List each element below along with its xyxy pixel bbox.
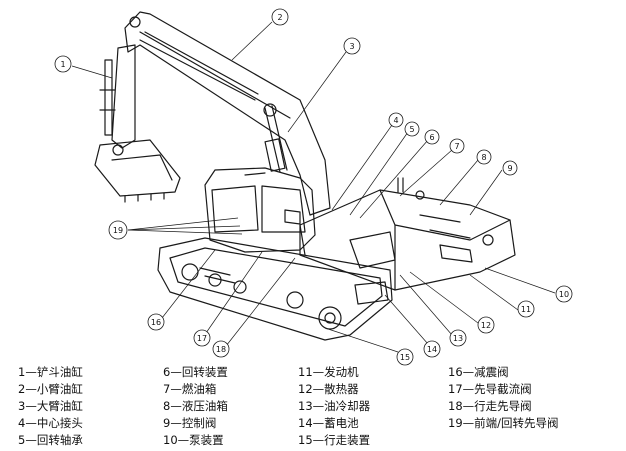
- leader-lines: [71, 21, 556, 353]
- legend-item: 16—减震阀: [448, 365, 509, 379]
- callout-8: 8: [476, 149, 492, 165]
- callout-15: 15: [396, 348, 414, 366]
- callout-1: 1: [54, 55, 72, 73]
- callout-17: 17: [193, 329, 211, 347]
- callout-18: 18: [212, 340, 230, 358]
- callout-13: 13: [449, 329, 467, 347]
- legend-item: 19—前端/回转先导阀: [448, 416, 559, 430]
- svg-text:7: 7: [454, 142, 459, 151]
- svg-text:16: 16: [151, 318, 161, 327]
- legend-item: 5—回转轴承: [18, 433, 83, 447]
- legend-item: 2—小臂油缸: [18, 382, 83, 396]
- svg-text:9: 9: [507, 164, 512, 173]
- legend-item: 6—回转装置: [163, 365, 228, 379]
- svg-text:19: 19: [113, 226, 123, 235]
- legend-item: 17—先导截流阀: [448, 382, 532, 396]
- callout-12: 12: [477, 316, 495, 334]
- upper-structure: [299, 177, 516, 305]
- operator-cab: [204, 167, 316, 253]
- callout-6: 6: [424, 129, 440, 145]
- svg-text:6: 6: [429, 133, 434, 142]
- svg-text:17: 17: [197, 334, 207, 343]
- callout-2: 2: [271, 8, 289, 26]
- legend-item: 3—大臂油缸: [18, 399, 83, 413]
- callout-10: 10: [555, 285, 573, 303]
- bucket: [94, 139, 181, 203]
- svg-text:2: 2: [277, 13, 282, 22]
- svg-text:18: 18: [216, 345, 226, 354]
- legend-item: 14—蓄电池: [298, 416, 359, 430]
- legend-item: 4—中心接头: [18, 416, 83, 430]
- svg-text:14: 14: [427, 345, 437, 354]
- svg-text:1: 1: [60, 60, 65, 69]
- legend-item: 10—泵装置: [163, 433, 224, 447]
- legend-item: 1—铲斗油缸: [18, 365, 83, 379]
- legend-item: 18—行走先导阀: [448, 399, 532, 413]
- svg-text:10: 10: [559, 290, 569, 299]
- svg-text:11: 11: [521, 305, 531, 314]
- callout-19: 19: [108, 220, 128, 240]
- arm-cylinder: [139, 31, 259, 101]
- callout-3: 3: [343, 37, 361, 55]
- boom: [124, 11, 331, 216]
- legend-item: 11—发动机: [298, 365, 359, 379]
- legend-item: 12—散热器: [298, 382, 359, 396]
- callout-11: 11: [517, 300, 535, 318]
- svg-text:5: 5: [409, 125, 414, 134]
- callout-4: 4: [388, 112, 404, 128]
- boom-cylinder: [264, 105, 288, 173]
- legend-item: 15—行走装置: [298, 433, 371, 447]
- callout-14: 14: [423, 340, 441, 358]
- legend-item: 13—油冷却器: [298, 399, 371, 413]
- track-assembly: [157, 237, 393, 341]
- legend-item: 8—液压油箱: [163, 399, 228, 413]
- svg-text:15: 15: [400, 353, 410, 362]
- svg-text:12: 12: [481, 321, 491, 330]
- arm-stick: [99, 44, 136, 149]
- callout-9: 9: [502, 160, 518, 176]
- legend-item: 7—燃油箱: [163, 382, 217, 396]
- callout-5: 5: [404, 121, 420, 137]
- svg-text:4: 4: [393, 116, 398, 125]
- callout-7: 7: [449, 138, 465, 154]
- legend-item: 9—控制阀: [163, 416, 217, 430]
- svg-text:8: 8: [481, 153, 486, 162]
- svg-text:3: 3: [349, 42, 354, 51]
- callout-16: 16: [147, 313, 165, 331]
- parts-legend: 1—铲斗油缸 6—回转装置 11—发动机 16—减震阀 2—小臂油缸 7—燃油箱…: [18, 364, 618, 450]
- svg-text:13: 13: [453, 334, 463, 343]
